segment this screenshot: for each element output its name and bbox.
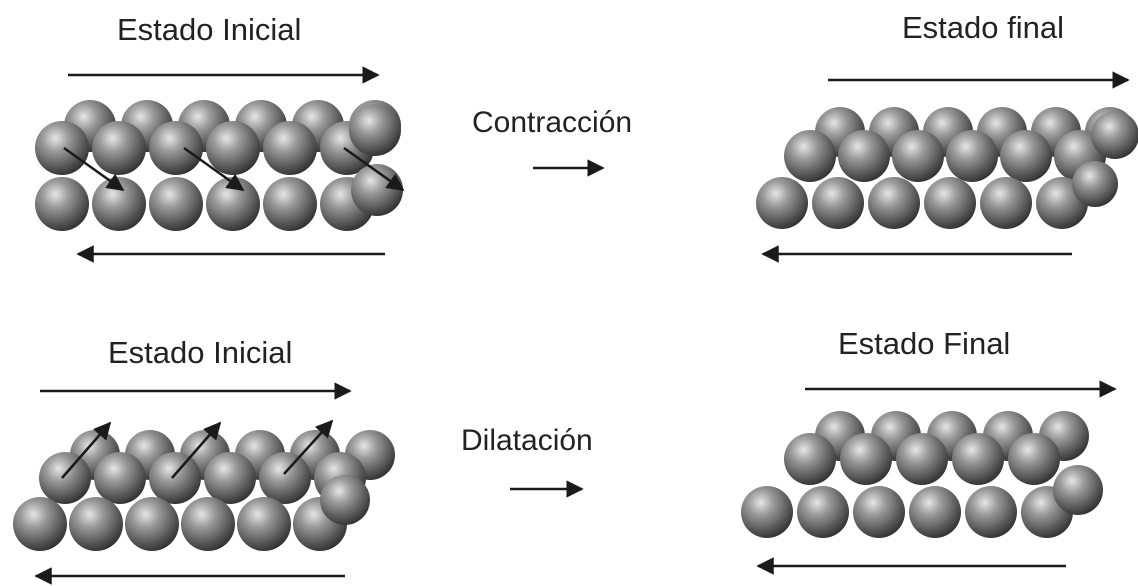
displacement-arrow [343, 146, 405, 192]
atom-sphere [840, 433, 892, 485]
atom-sphere [94, 452, 146, 504]
atom-sphere [263, 177, 317, 231]
top-final-label: Estado final [902, 10, 1064, 45]
atom-sphere [797, 486, 849, 538]
atom-sphere [838, 130, 890, 182]
displacement-arrow [283, 419, 334, 475]
atom-sphere [1072, 161, 1118, 207]
displacement-arrow [171, 421, 222, 479]
atom-sphere [946, 130, 998, 182]
atom-sphere [756, 177, 808, 229]
atom-sphere [868, 177, 920, 229]
top-process-label: Contracción [472, 106, 633, 139]
atom-sphere [784, 130, 836, 182]
bottom-initial-label: Estado Inicial [108, 335, 293, 370]
atom-sphere [92, 177, 146, 231]
atom-sphere [181, 497, 235, 551]
atom-sphere [1053, 465, 1103, 515]
atom-sphere [206, 177, 260, 231]
atom-sphere [237, 497, 291, 551]
atom-sphere [952, 433, 1004, 485]
atom-sphere [349, 104, 401, 156]
atom-sphere [980, 177, 1032, 229]
atom-sphere [13, 497, 67, 551]
atom-sphere [92, 121, 146, 175]
bottom-final-label: Estado Final [838, 326, 1011, 361]
atom-sphere [263, 121, 317, 175]
displacement-arrow [183, 146, 245, 192]
atom-sphere [909, 486, 961, 538]
atom-sphere [69, 497, 123, 551]
atom-sphere [149, 121, 203, 175]
atom-sphere [1000, 130, 1052, 182]
atom-sphere [204, 452, 256, 504]
atom-sphere [812, 177, 864, 229]
atom-sphere [741, 486, 793, 538]
atom-sphere [1008, 433, 1060, 485]
atom-sphere [784, 433, 836, 485]
displacement-arrow [61, 421, 112, 479]
atom-sphere [206, 121, 260, 175]
atom-sphere [35, 177, 89, 231]
atom-sphere [125, 497, 179, 551]
atom-sphere [149, 452, 201, 504]
atom-sphere [853, 486, 905, 538]
atom-sphere [39, 452, 91, 504]
atom-sphere [259, 452, 311, 504]
displacement-arrow [63, 146, 125, 192]
top-initial-label: Estado Inicial [117, 12, 302, 47]
atom-sphere [896, 433, 948, 485]
atom-sphere [924, 177, 976, 229]
sphere-layers [13, 100, 1138, 551]
atom-sphere [320, 475, 370, 525]
atom-sphere [892, 130, 944, 182]
atom-sphere [965, 486, 1017, 538]
atom-sphere [35, 121, 89, 175]
bottom-process-label: Dilatación [461, 424, 593, 457]
atom-sphere [1091, 111, 1138, 159]
atom-sphere [149, 177, 203, 231]
